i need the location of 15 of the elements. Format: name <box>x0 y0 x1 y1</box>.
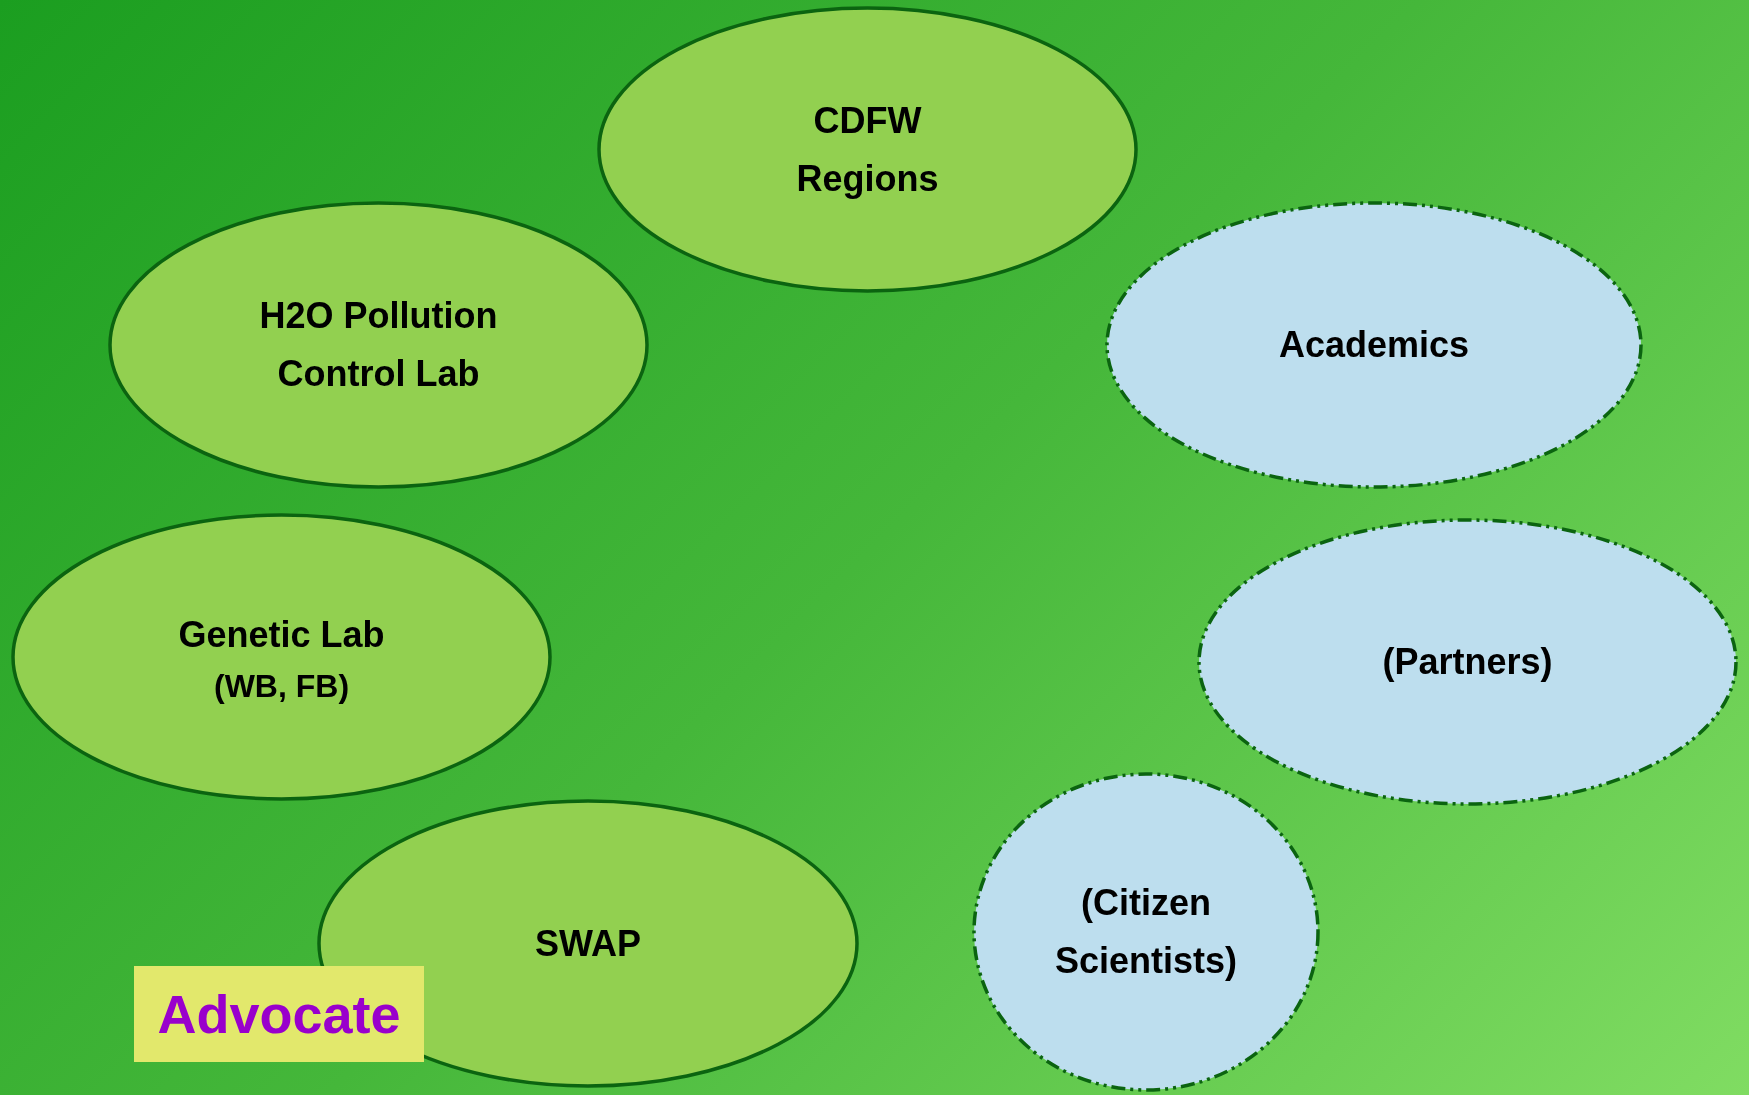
ellipse-node <box>597 6 1138 293</box>
label-box: Advocate <box>134 966 424 1062</box>
node-text: (Citizen Scientists) <box>1053 881 1239 983</box>
node-text: Academics <box>1278 323 1470 367</box>
node-text: CDFW Regions <box>795 98 940 201</box>
ellipse-node <box>1197 518 1738 806</box>
node-text: (Partners) <box>1382 640 1553 684</box>
ellipse-node <box>1105 201 1643 489</box>
node-text: Genetic Lab <box>178 613 385 657</box>
node-text: H2O Pollution Control Lab <box>258 294 499 396</box>
ellipse-node <box>11 513 552 801</box>
node-text: (WB, FB) <box>213 667 350 706</box>
ellipse-node <box>108 201 649 489</box>
node-text: SWAP <box>535 921 641 966</box>
ellipse-node <box>972 772 1320 1092</box>
